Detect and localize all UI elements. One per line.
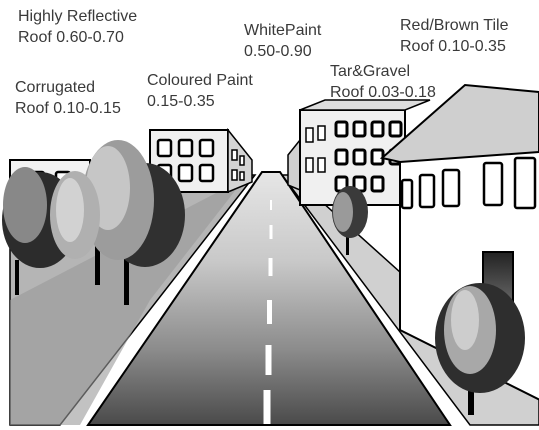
label-line: Roof 0.10-0.35 — [400, 36, 509, 57]
label-line: WhitePaint — [244, 20, 321, 41]
label-line: Corrugated — [15, 77, 121, 98]
highly-reflective-roof-label: Highly Reflective Roof 0.60-0.70 — [18, 6, 137, 48]
corrugated-roof-label: Corrugated Roof 0.10-0.15 — [15, 77, 121, 119]
label-line: Roof 0.60-0.70 — [18, 27, 137, 48]
red-brown-tile-roof-label: Red/Brown Tile Roof 0.10-0.35 — [400, 15, 509, 57]
label-line: Red/Brown Tile — [400, 15, 509, 36]
label-line: Roof 0.10-0.15 — [15, 98, 121, 119]
label-line: Highly Reflective — [18, 6, 137, 27]
tar-gravel-roof-label: Tar&Gravel Roof 0.03-0.18 — [330, 61, 436, 103]
label-line: Roof 0.03-0.18 — [330, 82, 436, 103]
label-line: Coloured Paint — [147, 70, 253, 91]
label-line: 0.15-0.35 — [147, 91, 253, 112]
coloured-paint-label: Coloured Paint 0.15-0.35 — [147, 70, 253, 112]
white-paint-label: WhitePaint 0.50-0.90 — [244, 20, 321, 62]
label-line: Tar&Gravel — [330, 61, 436, 82]
label-line: 0.50-0.90 — [244, 41, 321, 62]
